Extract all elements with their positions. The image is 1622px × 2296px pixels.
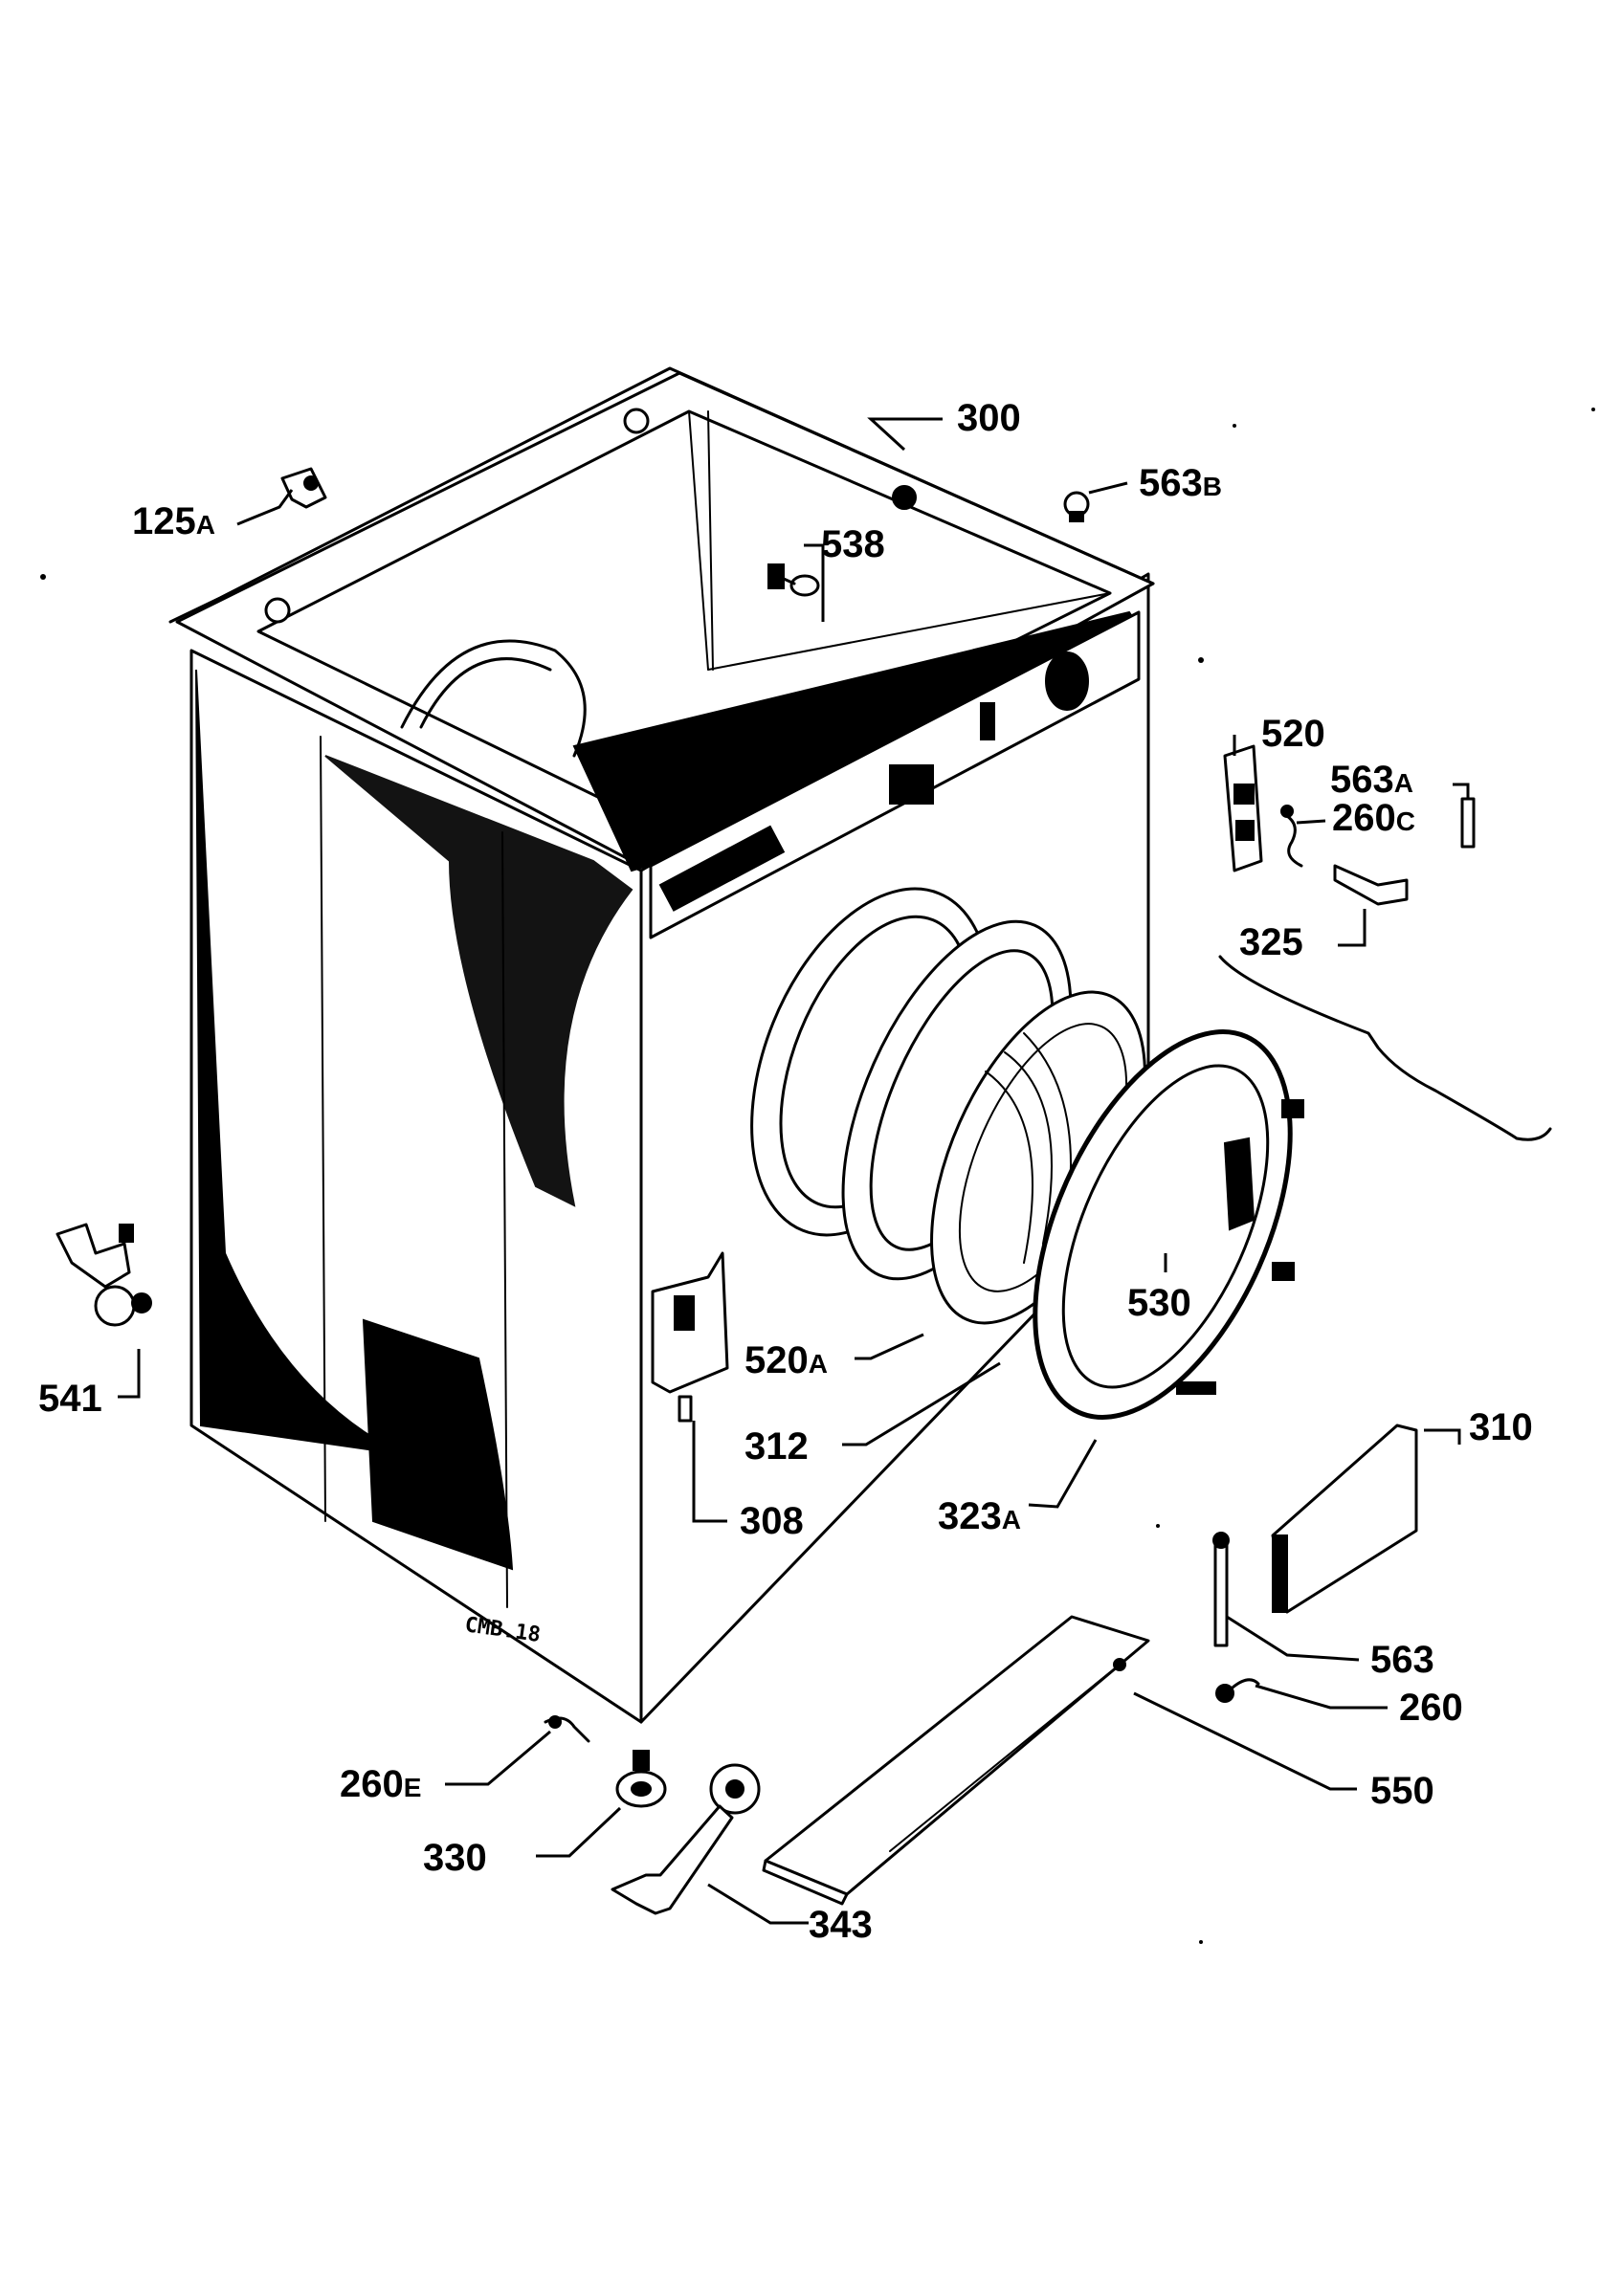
- part-260-spring: [1215, 1678, 1260, 1703]
- label-520a: 520A: [744, 1339, 828, 1381]
- label-550: 550: [1370, 1770, 1434, 1812]
- label-260c: 260C: [1332, 797, 1415, 839]
- part-343-wrench: [611, 1763, 761, 1915]
- top-rail: [168, 366, 1155, 624]
- label-343: 343: [809, 1904, 873, 1946]
- control-slot-1: [889, 764, 934, 805]
- left-panel-shading-2: [324, 755, 633, 1207]
- door-ring-hinge-1: [1281, 1099, 1304, 1118]
- scan-specks: [40, 408, 1595, 1944]
- top-bolt-rear: [623, 408, 650, 434]
- label-125a: 125A: [132, 500, 215, 542]
- label-312: 312: [744, 1425, 809, 1468]
- label-310: 310: [1469, 1406, 1533, 1448]
- leader-lines: [118, 417, 1470, 1925]
- door-ring-323a: [1033, 1029, 1304, 1420]
- part-308-hinge: [651, 1251, 729, 1423]
- top-bolt-left: [264, 597, 291, 624]
- part-325-latch: [1333, 864, 1409, 906]
- left-panel-shading-3: [362, 1318, 514, 1571]
- part-520-hinge-bracket: [1223, 744, 1263, 872]
- label-563: 563: [1370, 1639, 1434, 1681]
- door-ring-hinge-2: [1272, 1262, 1295, 1281]
- label-520: 520: [1261, 713, 1325, 755]
- part-125a-clip: [280, 467, 327, 509]
- rear-drum-opening-inner: [419, 657, 552, 729]
- label-308: 308: [740, 1500, 804, 1542]
- label-330: 330: [423, 1837, 487, 1879]
- part-541-valve: [56, 1223, 152, 1327]
- left-panel-seam: [320, 736, 326, 1522]
- part-563-pin: [1212, 1532, 1230, 1647]
- control-dark-strip: [658, 825, 786, 912]
- control-knob-hole: [1045, 651, 1089, 711]
- part-563b-plug: [1063, 491, 1090, 522]
- control-slot-2: [980, 702, 995, 740]
- cabinet-body: [168, 366, 1155, 1724]
- label-563b: 563B: [1139, 462, 1222, 504]
- label-541: 541: [38, 1378, 102, 1420]
- label-530: 530: [1127, 1282, 1191, 1324]
- part-labels: 300 563B 125A 538 520 563A 260C 325 530 …: [38, 397, 1533, 1946]
- part-538-bolt: [767, 563, 820, 597]
- part-330-foot: [615, 1750, 667, 1808]
- door-seal-wire: [1218, 955, 1552, 1141]
- part-550-plinth: [762, 1615, 1150, 1906]
- rear-drum-opening: [400, 639, 587, 758]
- part-260e-clip: [544, 1715, 590, 1743]
- label-260e: 260E: [340, 1763, 421, 1805]
- back-wall-edge: [707, 410, 714, 671]
- label-300: 300: [957, 397, 1021, 439]
- label-538: 538: [821, 523, 885, 565]
- part-310-filter-cover: [1271, 1424, 1418, 1614]
- label-563a: 563A: [1330, 759, 1413, 801]
- door-ring-tab: [1176, 1381, 1216, 1395]
- label-325: 325: [1239, 921, 1303, 963]
- label-323a: 323A: [938, 1495, 1021, 1537]
- label-260: 260: [1399, 1687, 1463, 1729]
- part-260c-spring: [1280, 805, 1303, 868]
- door-handle-530: [1223, 1137, 1255, 1231]
- top-bolt-right: [892, 485, 917, 510]
- part-563a-pin: [1460, 797, 1476, 849]
